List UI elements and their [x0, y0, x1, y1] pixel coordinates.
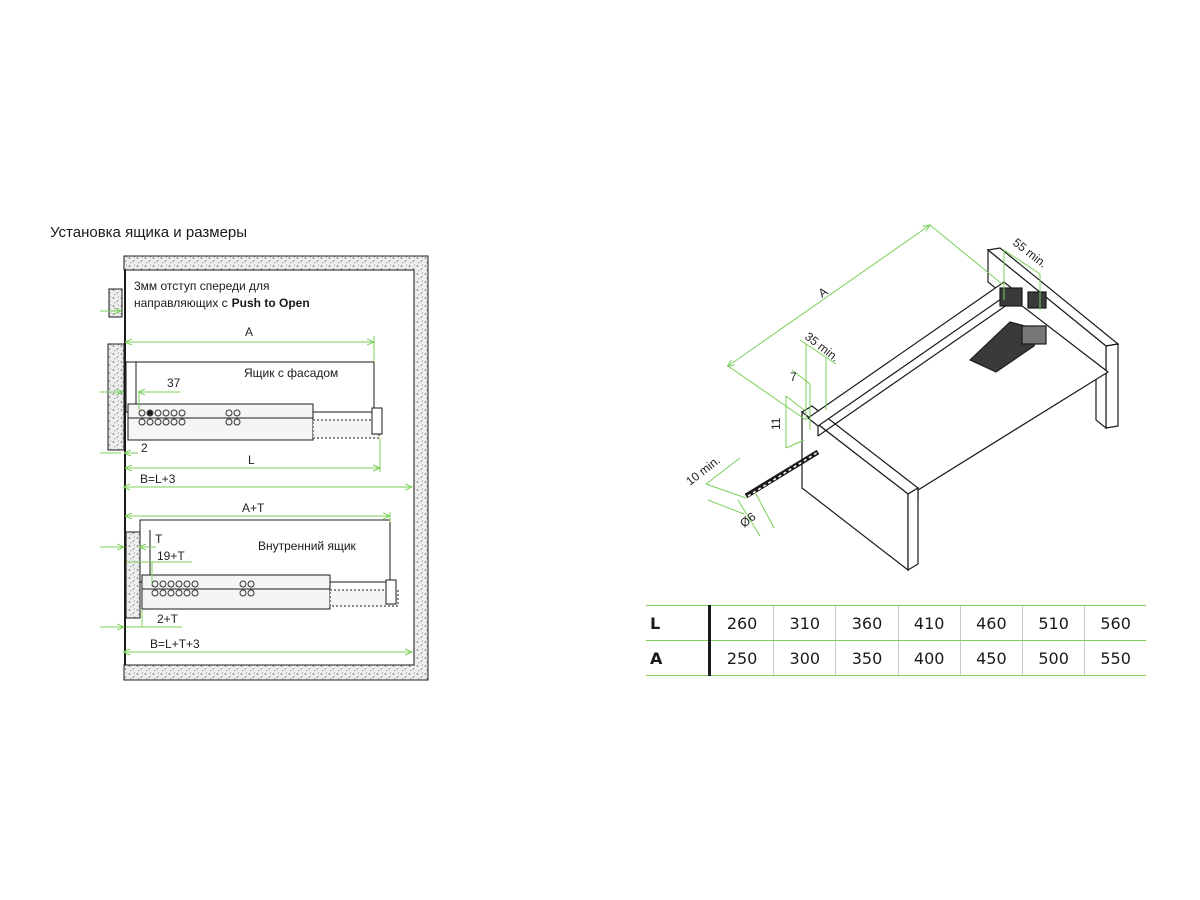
table-cell: 260 — [707, 605, 774, 641]
table-cell: 460 — [959, 605, 1023, 641]
dim-a-plus-t-label: A+T — [242, 501, 265, 515]
table-cell: 350 — [835, 640, 899, 676]
page-title: Установка ящика и размеры — [50, 224, 248, 241]
drawer-with-front-label: Ящик с фасадом — [244, 366, 338, 380]
table-cell: 410 — [897, 605, 961, 641]
right-isometric-diagram — [744, 247, 1120, 572]
table-row: A 250 300 350 400 450 500 550 — [646, 640, 1146, 676]
table-cell: 500 — [1021, 640, 1085, 676]
table-cell: 560 — [1084, 605, 1146, 641]
size-table: L 260 310 360 410 460 510 560 A 250 300 … — [646, 605, 1146, 676]
dim-11-label: 11 — [769, 417, 783, 430]
table-row: L 260 310 360 410 460 510 560 — [646, 605, 1146, 641]
dim-37-label: 37 — [167, 376, 181, 390]
table-cell: 360 — [835, 605, 899, 641]
dim-b2-label: B=L+T+3 — [150, 637, 200, 651]
table-cell: 300 — [773, 640, 836, 676]
inner-drawer-label: Внутренний ящик — [258, 539, 357, 553]
table-cell: 250 — [707, 640, 774, 676]
drill-bit — [744, 449, 820, 499]
table-cell: 510 — [1021, 605, 1085, 641]
dim-7-label: 7 — [790, 370, 797, 384]
front-panel-small — [108, 288, 123, 318]
dim-2-label: 2 — [141, 441, 148, 455]
dim-t-label: T — [155, 532, 163, 546]
row-label-l: L — [646, 605, 710, 641]
dim-10-label: 10 min. — [683, 453, 723, 488]
dim-a-right-label: A — [816, 284, 831, 300]
note-line-1: 3мм отступ спереди для — [134, 279, 270, 293]
dim-19t-label: 19+T — [157, 549, 185, 563]
inner-drawer-front — [125, 531, 141, 619]
push-mechanism — [968, 287, 1047, 373]
dim-35-label: 35 min. — [802, 329, 842, 364]
table-cell: 550 — [1084, 640, 1146, 676]
drawer-front-panel — [107, 343, 125, 451]
dim-a-label: A — [245, 325, 253, 339]
table-cell: 310 — [773, 605, 836, 641]
dim-l-label: L — [248, 453, 255, 467]
dim-2t-label: 2+T — [157, 612, 179, 626]
dim-b-label: B=L+3 — [140, 472, 176, 486]
table-cell: 400 — [897, 640, 961, 676]
table-cell: 450 — [959, 640, 1023, 676]
row-label-a: A — [646, 640, 710, 676]
